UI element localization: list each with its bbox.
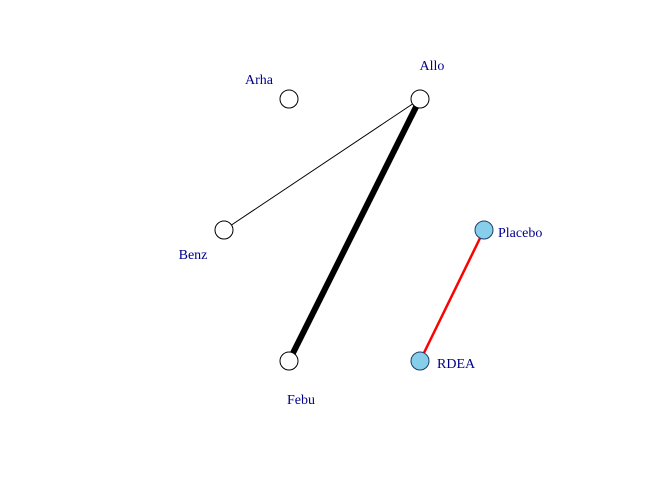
nodes-layer xyxy=(214,89,494,371)
node-label-febu: Febu xyxy=(287,393,315,408)
node-rdea xyxy=(410,351,430,371)
edge-placebo-rdea xyxy=(418,229,486,362)
node-label-arha: Arha xyxy=(245,73,274,88)
edge-allo-febu xyxy=(286,97,423,363)
edges-layer xyxy=(223,97,486,363)
node-placebo xyxy=(474,220,494,240)
node-benz xyxy=(214,220,234,240)
node-allo xyxy=(410,89,430,109)
node-label-placebo: Placebo xyxy=(498,226,542,241)
node-label-allo: Allo xyxy=(420,59,445,74)
node-arha xyxy=(279,89,299,109)
edge-allo-benz xyxy=(223,98,421,231)
node-label-benz: Benz xyxy=(179,248,208,263)
node-febu xyxy=(279,351,299,371)
node-label-rdea: RDEA xyxy=(437,357,476,372)
